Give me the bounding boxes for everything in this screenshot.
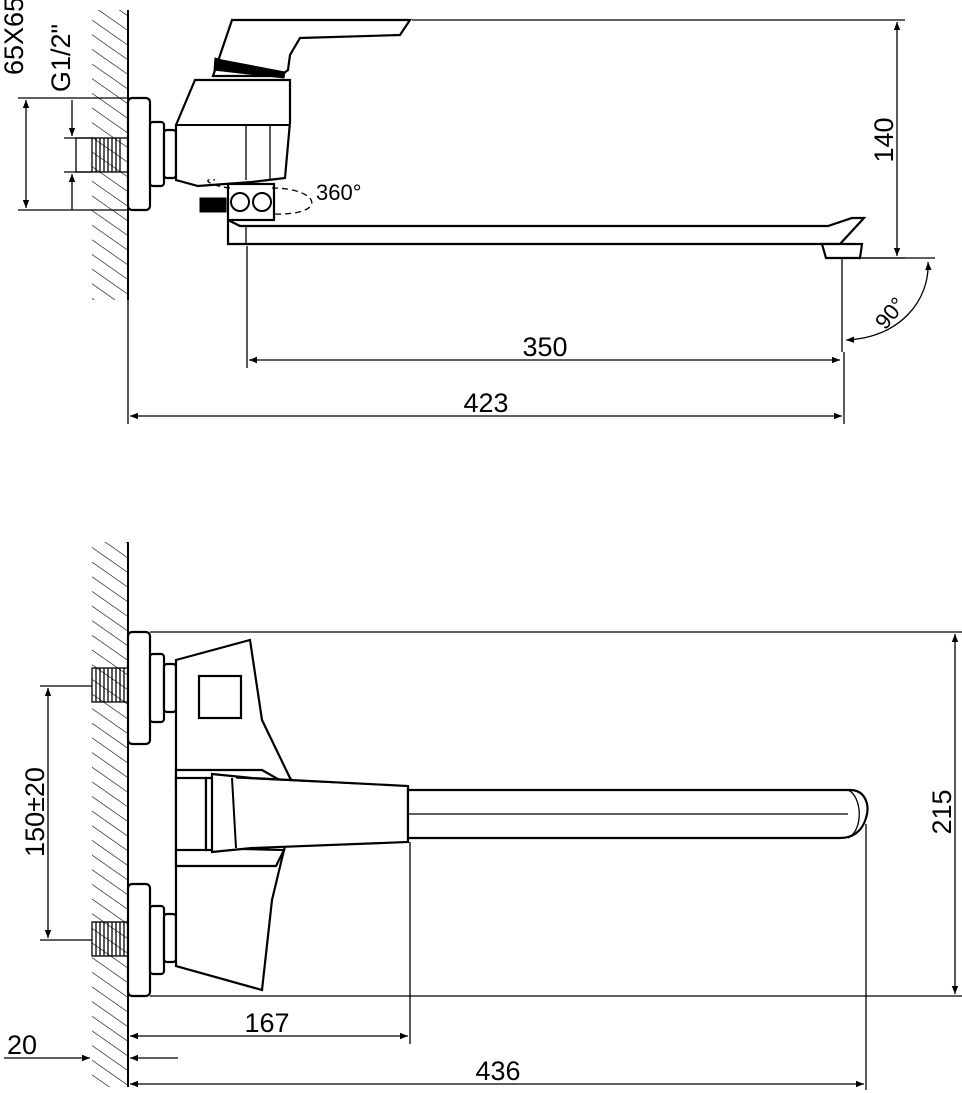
top-view: 140 360° 90° 350 423 65X6 xyxy=(0,0,935,424)
handle-depth-label: 167 xyxy=(244,1008,289,1038)
swivel-joint-top xyxy=(199,179,313,222)
spout-reach-label: 350 xyxy=(522,332,567,362)
wall-offset-label: 20 xyxy=(7,1030,37,1060)
flange-lower xyxy=(126,882,178,998)
handle-front xyxy=(210,772,410,854)
total-depth-label: 436 xyxy=(475,1056,520,1086)
dim-spout-reach: 350 xyxy=(246,246,840,368)
dim-center-spacing: 150±20 xyxy=(20,685,92,941)
swivel-angle-label: 360° xyxy=(316,180,362,205)
eccentric-connector-top xyxy=(75,137,129,173)
spout-top xyxy=(226,216,867,260)
mixer-body-top xyxy=(174,78,292,188)
flange-upper xyxy=(126,630,178,746)
dim-height-front: 215 xyxy=(150,631,962,997)
dim-height-top: 140 xyxy=(412,19,905,259)
center-spacing-label: 150±20 xyxy=(20,767,50,857)
flange-size-label: 65X65 xyxy=(0,0,29,75)
spout-front xyxy=(406,788,869,840)
front-view: 215 150±20 167 20 436 xyxy=(4,542,962,1090)
height-label-top: 140 xyxy=(869,117,899,162)
wall-front xyxy=(92,542,129,1087)
eccentric-connector-upper xyxy=(91,667,129,703)
dim-flange-top: 65X65 G1/2" xyxy=(0,0,128,211)
thread-size-label: G1/2" xyxy=(46,24,76,92)
total-reach-label: 423 xyxy=(463,388,508,418)
aerator-angle-label: 90° xyxy=(870,292,911,334)
dim-total-depth: 436 xyxy=(130,824,867,1090)
wall-top xyxy=(92,10,129,300)
flange-top xyxy=(126,96,178,212)
dim-aerator-angle: 90° xyxy=(841,257,935,352)
dim-handle-depth: 167 xyxy=(130,842,411,1044)
height-label-front: 215 xyxy=(927,789,957,834)
dim-wall-offset: 20 xyxy=(4,1030,178,1062)
eccentric-connector-lower xyxy=(91,921,129,957)
handle-lever-top xyxy=(211,18,413,79)
dim-total-reach-top: 423 xyxy=(127,300,845,424)
